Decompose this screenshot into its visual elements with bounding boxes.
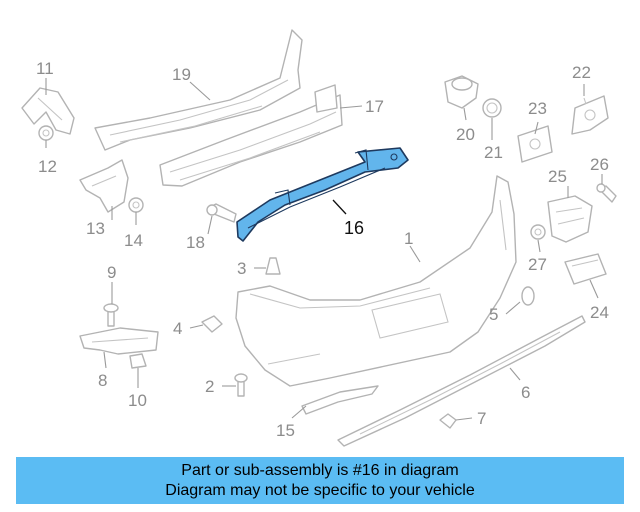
part-26-bolt (596, 183, 617, 203)
part-6-lower-trim (337, 315, 586, 447)
part-17-reinforcement (159, 84, 343, 187)
part-1-bumper-cover (235, 175, 517, 387)
caption-line-2: Diagram may not be specific to your vehi… (165, 482, 475, 499)
part-23-holder (517, 125, 553, 163)
callout-11: 11 (36, 59, 54, 78)
callout-24: 24 (590, 303, 609, 322)
part-14-nut (128, 197, 144, 213)
callout-18: 18 (186, 233, 205, 252)
callout-5: 5 (489, 305, 498, 324)
part-9-screw (103, 303, 119, 327)
part-10-nut (129, 353, 147, 369)
callout-12: 12 (38, 157, 57, 176)
callout-19: 19 (172, 65, 191, 84)
callout-25: 25 (548, 167, 567, 186)
callout-26: 26 (590, 155, 609, 174)
part-19-absorber (94, 29, 303, 151)
callout-6: 6 (521, 383, 530, 402)
part-15-trim (301, 385, 379, 415)
callout-labels: 11 12 19 17 16 13 14 18 20 21 23 22 25 2… (36, 59, 609, 440)
part-24-module (564, 253, 607, 285)
part-7-clip (439, 413, 457, 429)
callout-10: 10 (128, 391, 147, 410)
callout-8: 8 (98, 371, 107, 390)
part-4-clip (201, 315, 223, 333)
callout-23: 23 (528, 99, 547, 118)
callout-22: 22 (572, 63, 591, 82)
callout-1: 1 (404, 229, 413, 248)
part-12-clip (38, 125, 54, 141)
callout-21: 21 (484, 143, 503, 162)
parts-diagram: 11 12 19 17 16 13 14 18 20 21 23 22 25 2… (21, 29, 617, 447)
caption-banner: Part or sub-assembly is #16 in diagram D… (16, 457, 624, 504)
callout-7: 7 (477, 409, 486, 428)
part-27-nut (530, 224, 546, 240)
part-21-ring (482, 98, 502, 118)
callout-14: 14 (124, 231, 143, 250)
part-13-bracket (79, 159, 129, 213)
callout-13: 13 (86, 219, 105, 238)
part-3-clip (265, 257, 281, 275)
callout-27: 27 (528, 255, 547, 274)
caption-line-1: Part or sub-assembly is #16 in diagram (181, 462, 459, 479)
part-8-bracket (79, 327, 159, 355)
part-16-highlighted-bracket (236, 147, 409, 242)
callout-15: 15 (276, 421, 295, 440)
part-2-screw (234, 373, 248, 397)
callout-3: 3 (237, 259, 246, 278)
part-5-reflector (521, 286, 535, 306)
callout-20: 20 (456, 125, 475, 144)
leader-lines (45, 78, 603, 421)
callout-9: 9 (107, 263, 116, 282)
callout-2: 2 (205, 377, 214, 396)
part-18-bolt (206, 203, 237, 223)
part-25-guide (547, 195, 593, 243)
part-22-bracket (571, 95, 609, 135)
callout-16: 16 (344, 218, 364, 238)
callout-4: 4 (173, 319, 182, 338)
callout-17: 17 (365, 97, 384, 116)
part-20-sensor (444, 75, 479, 109)
